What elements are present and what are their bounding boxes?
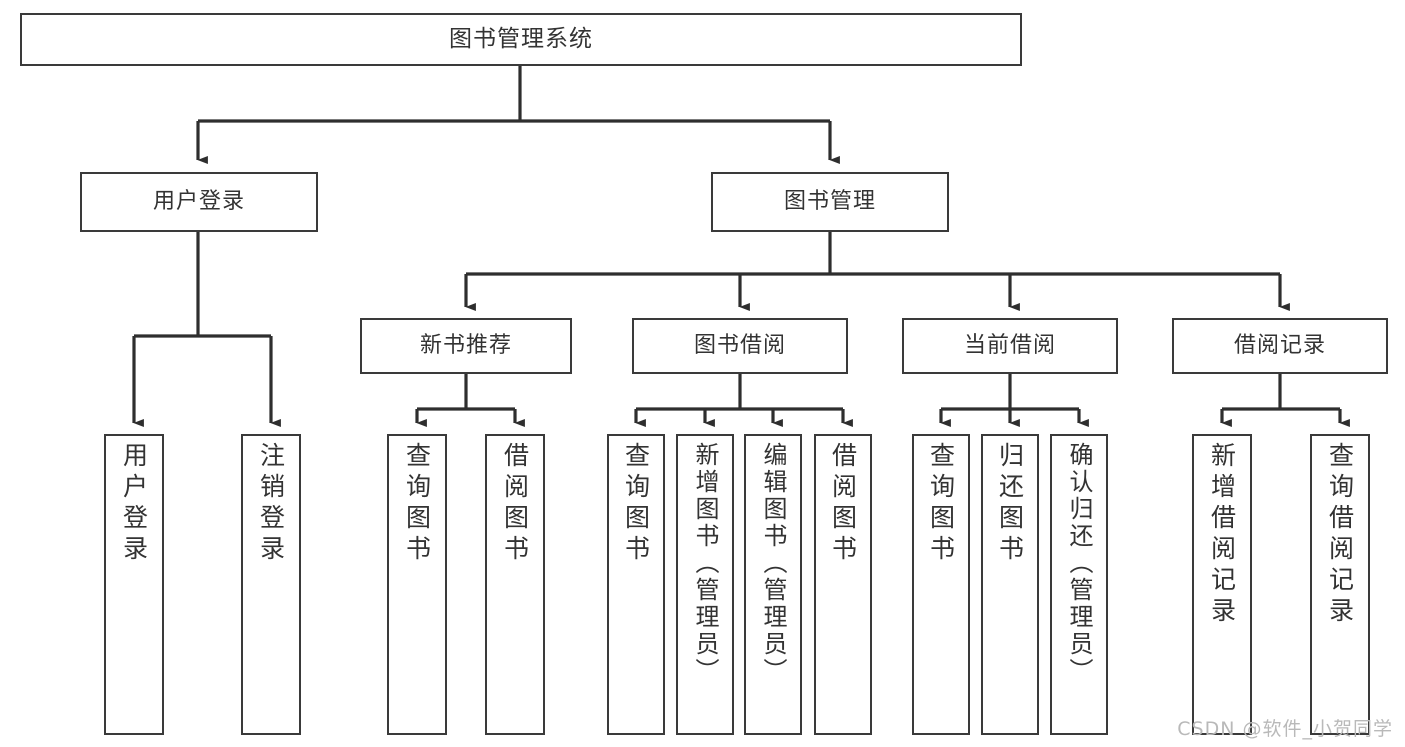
leaf-add-borrow-record[interactable]: 新增借阅记录 <box>1192 434 1252 735</box>
node-book-borrow[interactable]: 图书借阅 <box>632 318 848 374</box>
node-label: 新增图书（管理员） <box>691 442 719 685</box>
node-new-book-recommend[interactable]: 新书推荐 <box>360 318 572 374</box>
node-current-borrow[interactable]: 当前借阅 <box>902 318 1118 374</box>
leaf-query-book-3[interactable]: 查询图书 <box>912 434 970 735</box>
node-label: 用户登录 <box>119 442 149 566</box>
node-label: 借阅图书 <box>828 442 858 566</box>
node-label: 归还图书 <box>995 442 1025 566</box>
leaf-query-borrow-record[interactable]: 查询借阅记录 <box>1310 434 1370 735</box>
leaf-borrow-book-2[interactable]: 借阅图书 <box>814 434 872 735</box>
leaf-query-book-2[interactable]: 查询图书 <box>607 434 665 735</box>
node-label: 注销登录 <box>256 442 286 566</box>
node-root-system[interactable]: 图书管理系统 <box>20 13 1022 66</box>
node-label: 查询图书 <box>621 442 651 566</box>
node-label: 确认归还（管理员） <box>1065 442 1093 685</box>
leaf-add-book[interactable]: 新增图书（管理员） <box>676 434 734 735</box>
leaf-user-logout[interactable]: 注销登录 <box>241 434 301 735</box>
node-label: 当前借阅 <box>963 333 1056 359</box>
leaf-return-book[interactable]: 归还图书 <box>981 434 1039 735</box>
node-label: 编辑图书（管理员） <box>759 442 787 685</box>
leaf-confirm-return[interactable]: 确认归还（管理员） <box>1050 434 1108 735</box>
node-label: 查询借阅记录 <box>1325 442 1355 628</box>
leaf-query-book-1[interactable]: 查询图书 <box>387 434 447 735</box>
node-user-login[interactable]: 用户登录 <box>80 172 318 232</box>
node-book-management[interactable]: 图书管理 <box>711 172 949 232</box>
node-borrow-record[interactable]: 借阅记录 <box>1172 318 1388 374</box>
leaf-edit-book[interactable]: 编辑图书（管理员） <box>744 434 802 735</box>
node-label: 借阅图书 <box>500 442 530 566</box>
node-label: 查询图书 <box>402 442 432 566</box>
node-label: 图书管理 <box>783 189 876 215</box>
node-label: 新书推荐 <box>419 333 512 359</box>
node-label: 图书借阅 <box>693 333 786 359</box>
node-label: 查询图书 <box>926 442 956 566</box>
leaf-borrow-book-1[interactable]: 借阅图书 <box>485 434 545 735</box>
node-label: 借阅记录 <box>1233 333 1326 359</box>
leaf-user-login[interactable]: 用户登录 <box>104 434 164 735</box>
node-label: 图书管理系统 <box>449 26 593 53</box>
node-label: 新增借阅记录 <box>1207 442 1237 628</box>
node-label: 用户登录 <box>152 189 245 215</box>
